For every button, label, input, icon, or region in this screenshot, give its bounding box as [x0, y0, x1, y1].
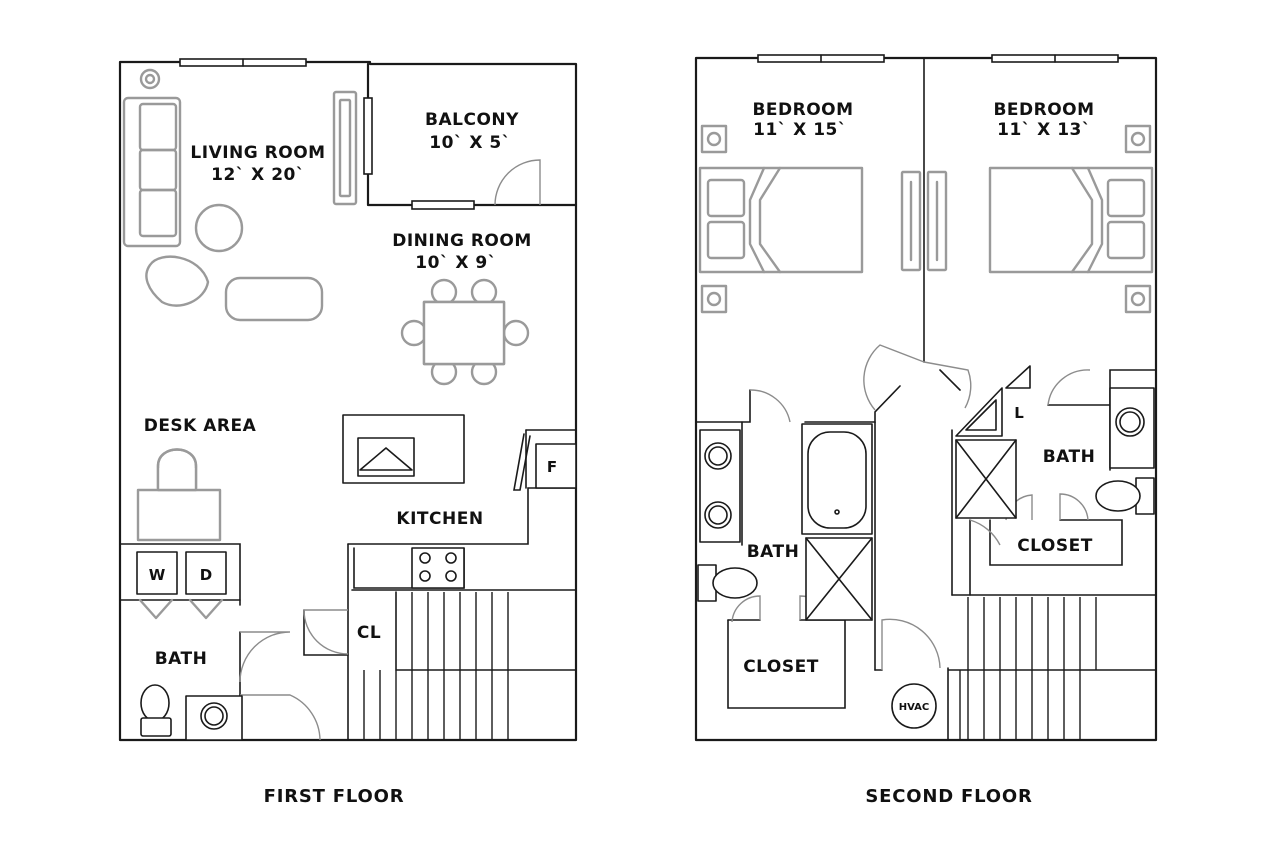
desk [136, 448, 222, 542]
first-floor: LIVING ROOM 12` X 20` BALCONY 10` X 5` D… [118, 58, 578, 807]
bedroom-left-label: BEDROOM [752, 100, 853, 120]
first-floor-stairs [363, 592, 576, 740]
second-floor-stairs [948, 597, 1156, 740]
second-floor-left-bath-fixtures [697, 423, 873, 621]
first-floor-labels: LIVING ROOM 12` X 20` BALCONY 10` X 5` D… [144, 110, 557, 807]
first-floor-windows [179, 58, 475, 210]
washer-label: W [149, 566, 166, 584]
dryer-label: D [200, 566, 212, 584]
second-floor-walls [694, 56, 1158, 742]
dining-room-label: DINING ROOM [392, 231, 532, 251]
second-floor-caption: SECOND FLOOR [865, 786, 1032, 807]
fridge-label: F [547, 458, 557, 476]
first-floor-doors [239, 159, 541, 741]
bath-right-label: BATH [1043, 447, 1096, 467]
dining-room-size: 10` X 9` [415, 253, 496, 273]
closet-left-label: CLOSET [743, 657, 819, 677]
second-floor-right-bath-fixtures [955, 365, 1155, 519]
living-room-size: 12` X 20` [211, 165, 305, 185]
closet-right-label: CLOSET [1017, 536, 1093, 556]
living-room-label: LIVING ROOM [190, 143, 325, 163]
dining-table [400, 278, 530, 386]
first-floor-caption: FIRST FLOOR [264, 786, 405, 807]
linen-label: L [1014, 404, 1024, 422]
balcony-size: 10` X 5` [429, 133, 510, 153]
second-floor-doors [731, 344, 1091, 670]
desk-area-label: DESK AREA [144, 416, 257, 436]
kitchen-fixtures [342, 414, 577, 589]
washer-dryer [136, 551, 227, 620]
bedroom-left-furniture [698, 124, 948, 314]
second-floor: BEDROOM 11` X 15` BEDROOM 11` X 13` BATH… [694, 54, 1158, 807]
bath-left-label: BATH [747, 542, 800, 562]
living-room-furniture [122, 68, 358, 322]
first-floor-closet-label: CL [357, 623, 381, 643]
second-floor-labels: BEDROOM 11` X 15` BEDROOM 11` X 13` BATH… [743, 100, 1095, 807]
hvac-unit [891, 683, 937, 729]
first-floor-bath-fixtures [140, 684, 243, 741]
balcony-label: BALCONY [425, 110, 519, 130]
kitchen-label: KITCHEN [396, 509, 483, 529]
bedroom-left-size: 11` X 15` [753, 120, 847, 140]
second-floor-windows [757, 54, 1119, 63]
bedroom-right-label: BEDROOM [993, 100, 1094, 120]
first-floor-bath-label: BATH [155, 649, 208, 669]
bedroom-right-size: 11` X 13` [997, 120, 1091, 140]
hvac-label: HVAC [899, 702, 930, 713]
bedroom-right-furniture [988, 124, 1154, 314]
